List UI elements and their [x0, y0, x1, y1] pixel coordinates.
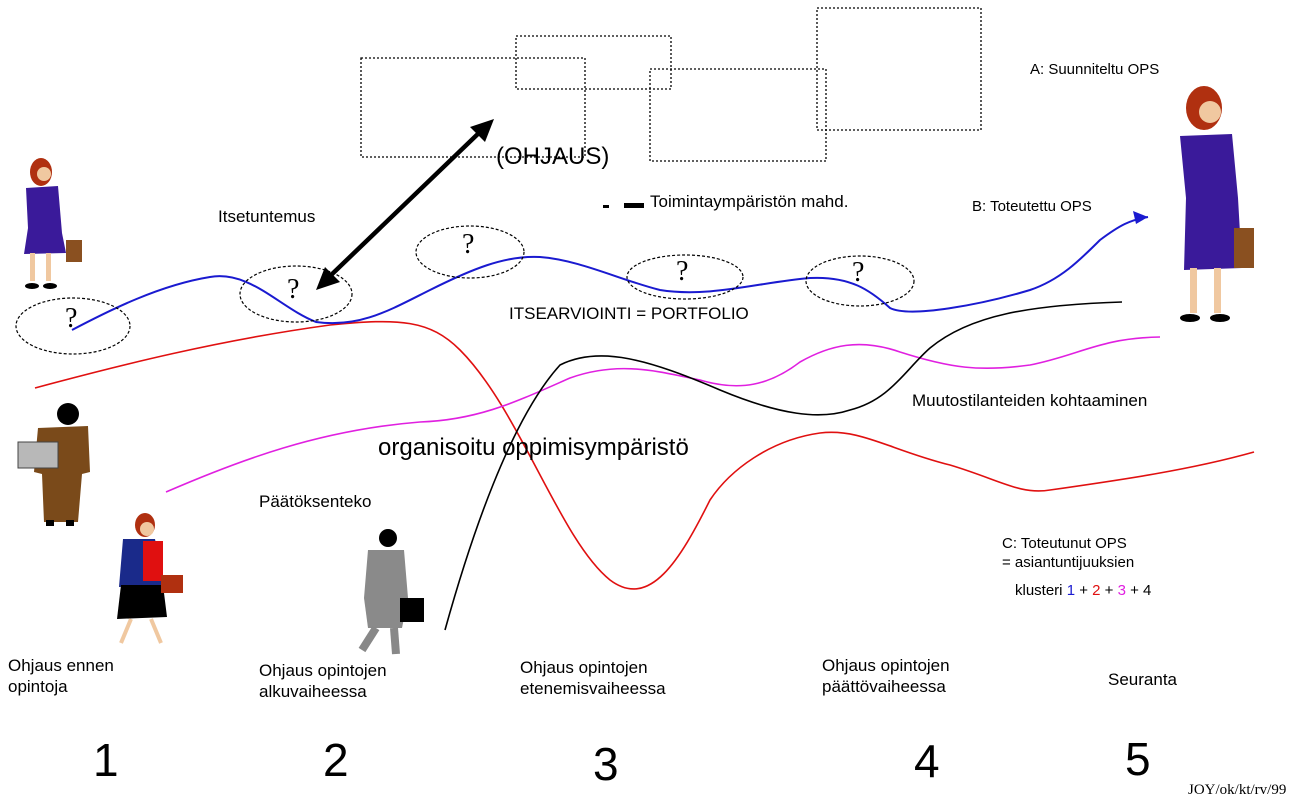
klusteri-plus-2: + [1104, 582, 1114, 599]
muutostilanteet-label: Muutostilanteiden kohtaaminen [912, 391, 1148, 410]
itsearviointi-label: ITSEARVIOINTI = PORTFOLIO [509, 304, 749, 323]
toimintaymparisto-label: Toimintaympäristön mahd. [650, 192, 849, 211]
phase-3-line-2: etenemisvaiheessa [520, 679, 666, 698]
toteutunut-line-2: = asiantuntijuuksien [1002, 554, 1135, 571]
ellipse-5 [805, 255, 915, 307]
woman-purple-left-icon [24, 158, 82, 289]
blue-arrowhead [1133, 211, 1148, 224]
itsetuntemus-label: Itsetuntemus [218, 207, 316, 226]
magenta-curve [165, 336, 1161, 493]
phase-1-line-1: Ohjaus ennen [8, 656, 114, 675]
ellipse-4 [626, 254, 744, 300]
klusteri-plus-3: + 4 [1130, 582, 1152, 599]
phase-1-line-2: opintoja [8, 677, 68, 696]
man-grey-walking-icon [358, 529, 424, 655]
question-mark-2: ? [287, 274, 299, 305]
ellipse-2 [239, 265, 353, 323]
ohjaus-box-2 [515, 35, 672, 90]
man-brown-icon [17, 403, 90, 526]
klusteri-3: 3 [1117, 582, 1126, 599]
phase-1-number: 1 [93, 734, 119, 786]
klusteri-prefix: klusteri [1015, 582, 1063, 599]
klusteri-plus-1: + [1079, 582, 1088, 599]
phase-2-number: 2 [323, 734, 349, 786]
klusteri-label: klusteri 1 + 2 + 3 + 4 [1015, 580, 1151, 601]
phase-4-number: 4 [914, 735, 940, 787]
phase-5-number: 5 [1125, 733, 1151, 785]
double-arrow [316, 119, 494, 290]
ellipse-3 [415, 225, 525, 279]
blue-curve [71, 216, 1149, 331]
suunniteltu-ops-label: A: Suunniteltu OPS [1030, 61, 1160, 78]
ohjaus-box-4 [816, 7, 982, 131]
ohjaus-box-1 [360, 57, 586, 158]
phase-4-line-2: päättövaiheessa [822, 677, 946, 696]
klusteri-2: 2 [1092, 582, 1101, 599]
ohjaus-boxes [360, 7, 982, 162]
signature-label: JOY/ok/kt/rv/99 [1188, 782, 1287, 798]
question-mark-1: ? [65, 303, 77, 334]
question-ellipses [15, 225, 915, 355]
klusteri-1: 1 [1066, 582, 1076, 599]
ellipse-1 [15, 297, 131, 355]
phase-4-label: Ohjaus opintojen päättövaiheessa [822, 655, 950, 697]
phase-3-line-1: Ohjaus opintojen [520, 658, 648, 677]
black-curve [444, 301, 1123, 631]
organisoitu-label: organisoitu oppimisympäristö [378, 434, 689, 461]
woman-purple-right-icon [1180, 86, 1254, 322]
phase-3-label: Ohjaus opintojen etenemisvaiheessa [520, 657, 666, 699]
paatoksenteko-label: Päätöksenteko [259, 492, 372, 511]
toteutettu-ops-label: B: Toteutettu OPS [972, 198, 1092, 215]
toteutunut-line-1: C: Toteutunut OPS [1002, 535, 1127, 552]
phase-4-line-1: Ohjaus opintojen [822, 656, 950, 675]
phase-2-line-2: alkuvaiheessa [259, 682, 367, 701]
phase-5-label: Seuranta [1108, 670, 1177, 689]
question-mark-3: ? [462, 229, 474, 260]
ohjaus-box-3 [649, 68, 827, 162]
phase-1-label: Ohjaus ennen opintoja [8, 655, 114, 697]
toteutunut-ops-label: C: Toteutunut OPS = asiantuntijuuksien [1002, 534, 1134, 572]
dash-legend-icon [603, 203, 644, 208]
ohjaus-label: (OHJAUS) [496, 143, 610, 170]
question-mark-4: ? [676, 256, 688, 287]
phase-2-label: Ohjaus opintojen alkuvaiheessa [259, 660, 387, 702]
phase-2-line-1: Ohjaus opintojen [259, 661, 387, 680]
question-mark-5: ? [852, 257, 864, 288]
phase-3-number: 3 [593, 738, 619, 790]
red-curve [34, 320, 1255, 590]
woman-blue-walking-icon [117, 513, 183, 644]
